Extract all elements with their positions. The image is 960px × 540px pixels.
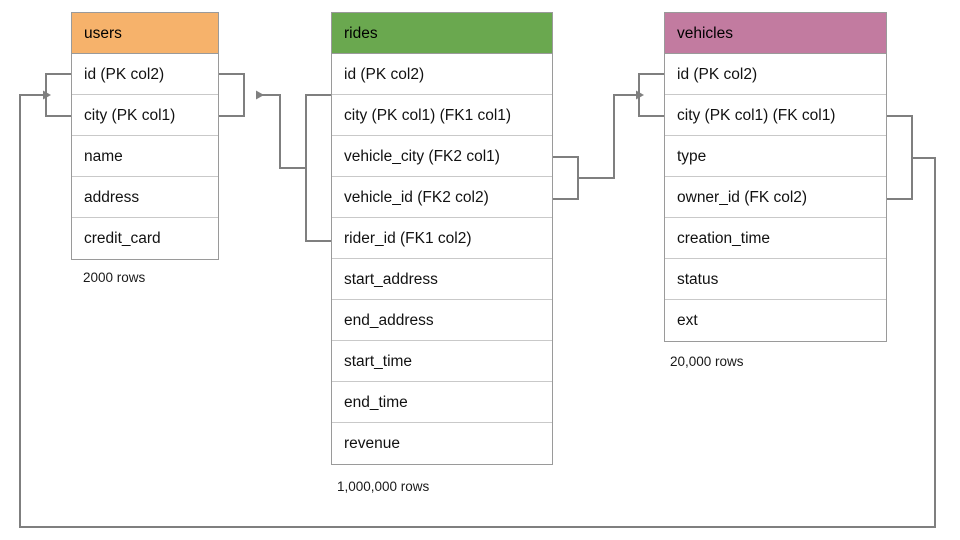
table-users-column-credit-card[interactable]: credit_card	[72, 218, 218, 259]
table-users-column-id[interactable]: id (PK col2)	[72, 54, 218, 95]
table-vehicles-header: vehicles	[665, 13, 886, 54]
table-vehicles-row-count: 20,000 rows	[670, 354, 744, 369]
rides-fk1-to-users-line	[256, 90, 306, 169]
vehicles-left-bracket	[638, 73, 664, 117]
table-rides-column-end-time[interactable]: end_time	[332, 382, 552, 423]
table-vehicles-column-creation-time[interactable]: creation_time	[665, 218, 886, 259]
table-users-column-address[interactable]: address	[72, 177, 218, 218]
table-rides-column-rider-id[interactable]: rider_id (FK1 col2)	[332, 218, 552, 259]
table-users-column-city[interactable]: city (PK col1)	[72, 95, 218, 136]
rides-fk2-bracket	[553, 156, 579, 200]
table-vehicles-column-status[interactable]: status	[665, 259, 886, 300]
users-left-bracket	[45, 73, 71, 117]
table-users-column-name[interactable]: name	[72, 136, 218, 177]
users-right-bracket	[219, 73, 245, 117]
rides-fk2-to-vehicles-line	[578, 90, 644, 179]
table-rides-column-vehicle-city[interactable]: vehicle_city (FK2 col1)	[332, 136, 552, 177]
table-rides-column-end-address[interactable]: end_address	[332, 300, 552, 341]
table-rides-column-id[interactable]: id (PK col2)	[332, 54, 552, 95]
table-rides-header: rides	[332, 13, 552, 54]
table-users-row-count: 2000 rows	[83, 270, 146, 285]
table-rides-column-vehicle-id[interactable]: vehicle_id (FK2 col2)	[332, 177, 552, 218]
vehicles-fk-bracket	[887, 115, 913, 200]
table-users[interactable]: users id (PK col2) city (PK col1) name a…	[71, 12, 219, 260]
table-rides-title: rides	[344, 25, 378, 42]
table-vehicles-column-ext[interactable]: ext	[665, 300, 886, 341]
table-vehicles-column-city[interactable]: city (PK col1) (FK col1)	[665, 95, 886, 136]
table-rides-column-revenue[interactable]: revenue	[332, 423, 552, 464]
table-vehicles-column-type[interactable]: type	[665, 136, 886, 177]
table-vehicles-column-id[interactable]: id (PK col2)	[665, 54, 886, 95]
table-rides[interactable]: rides id (PK col2) city (PK col1) (FK1 c…	[331, 12, 553, 465]
table-users-title: users	[84, 25, 122, 42]
table-rides-column-city[interactable]: city (PK col1) (FK1 col1)	[332, 95, 552, 136]
table-rides-column-start-address[interactable]: start_address	[332, 259, 552, 300]
table-vehicles[interactable]: vehicles id (PK col2) city (PK col1) (FK…	[664, 12, 887, 342]
table-rides-row-count: 1,000,000 rows	[337, 479, 430, 494]
rides-fk1-bracket	[305, 94, 331, 242]
table-users-header: users	[72, 13, 218, 54]
table-rides-column-start-time[interactable]: start_time	[332, 341, 552, 382]
table-vehicles-column-owner-id[interactable]: owner_id (FK col2)	[665, 177, 886, 218]
table-vehicles-title: vehicles	[677, 25, 733, 42]
